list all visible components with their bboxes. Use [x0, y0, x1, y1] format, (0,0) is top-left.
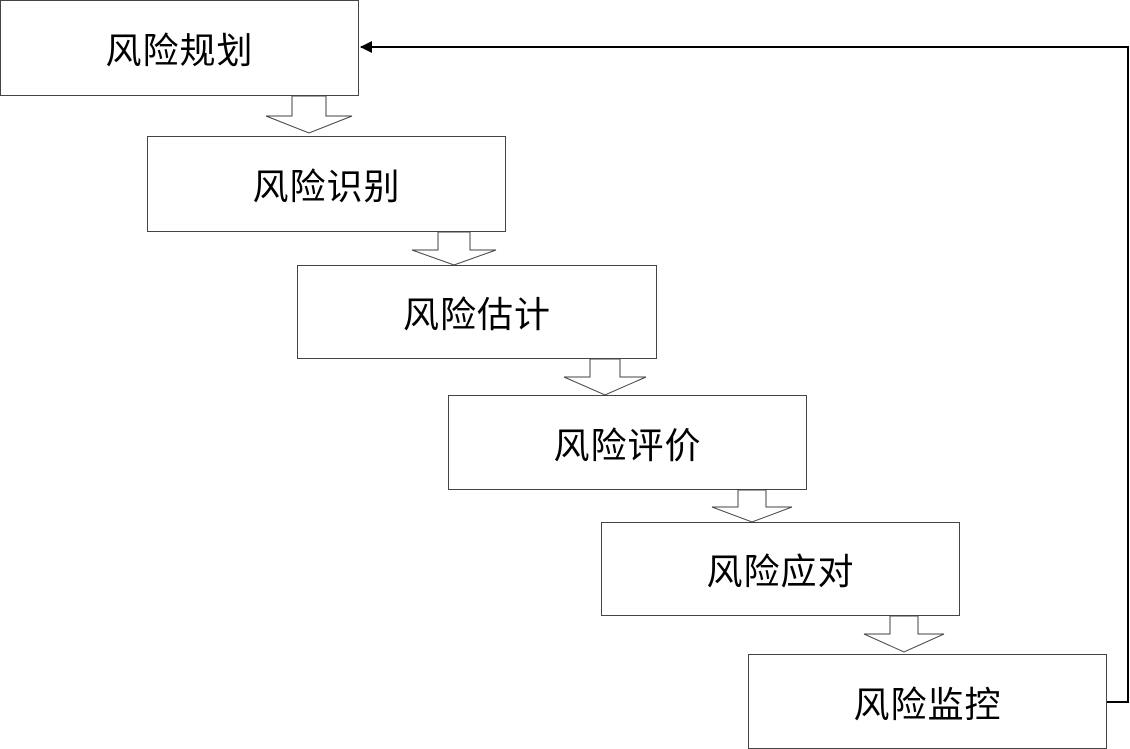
step-risk-identification: 风险识别 [147, 136, 506, 232]
feedback-loop-arrow [360, 41, 1129, 703]
down-arrow-3-to-4 [563, 358, 647, 396]
step-risk-evaluation: 风险评价 [448, 395, 807, 490]
step-risk-estimation-label: 风险估计 [402, 295, 551, 336]
step-risk-response: 风险应对 [601, 522, 960, 616]
down-arrow-1-to-2 [265, 95, 353, 134]
step-risk-response-label: 风险应对 [706, 552, 855, 593]
step-risk-estimation: 风险估计 [297, 265, 657, 359]
down-arrow-4-to-5 [711, 489, 793, 523]
step-risk-monitoring-label: 风险监控 [853, 684, 1002, 726]
down-arrow-2-to-3 [411, 231, 497, 266]
down-arrow-5-to-6 [863, 615, 945, 653]
step-risk-monitoring: 风险监控 [748, 654, 1107, 749]
step-risk-planning: 风险规划 [0, 0, 359, 96]
step-risk-identification-label: 风险识别 [252, 167, 401, 208]
step-risk-evaluation-label: 风险评价 [553, 425, 702, 467]
step-risk-planning-label: 风险规划 [105, 31, 254, 72]
